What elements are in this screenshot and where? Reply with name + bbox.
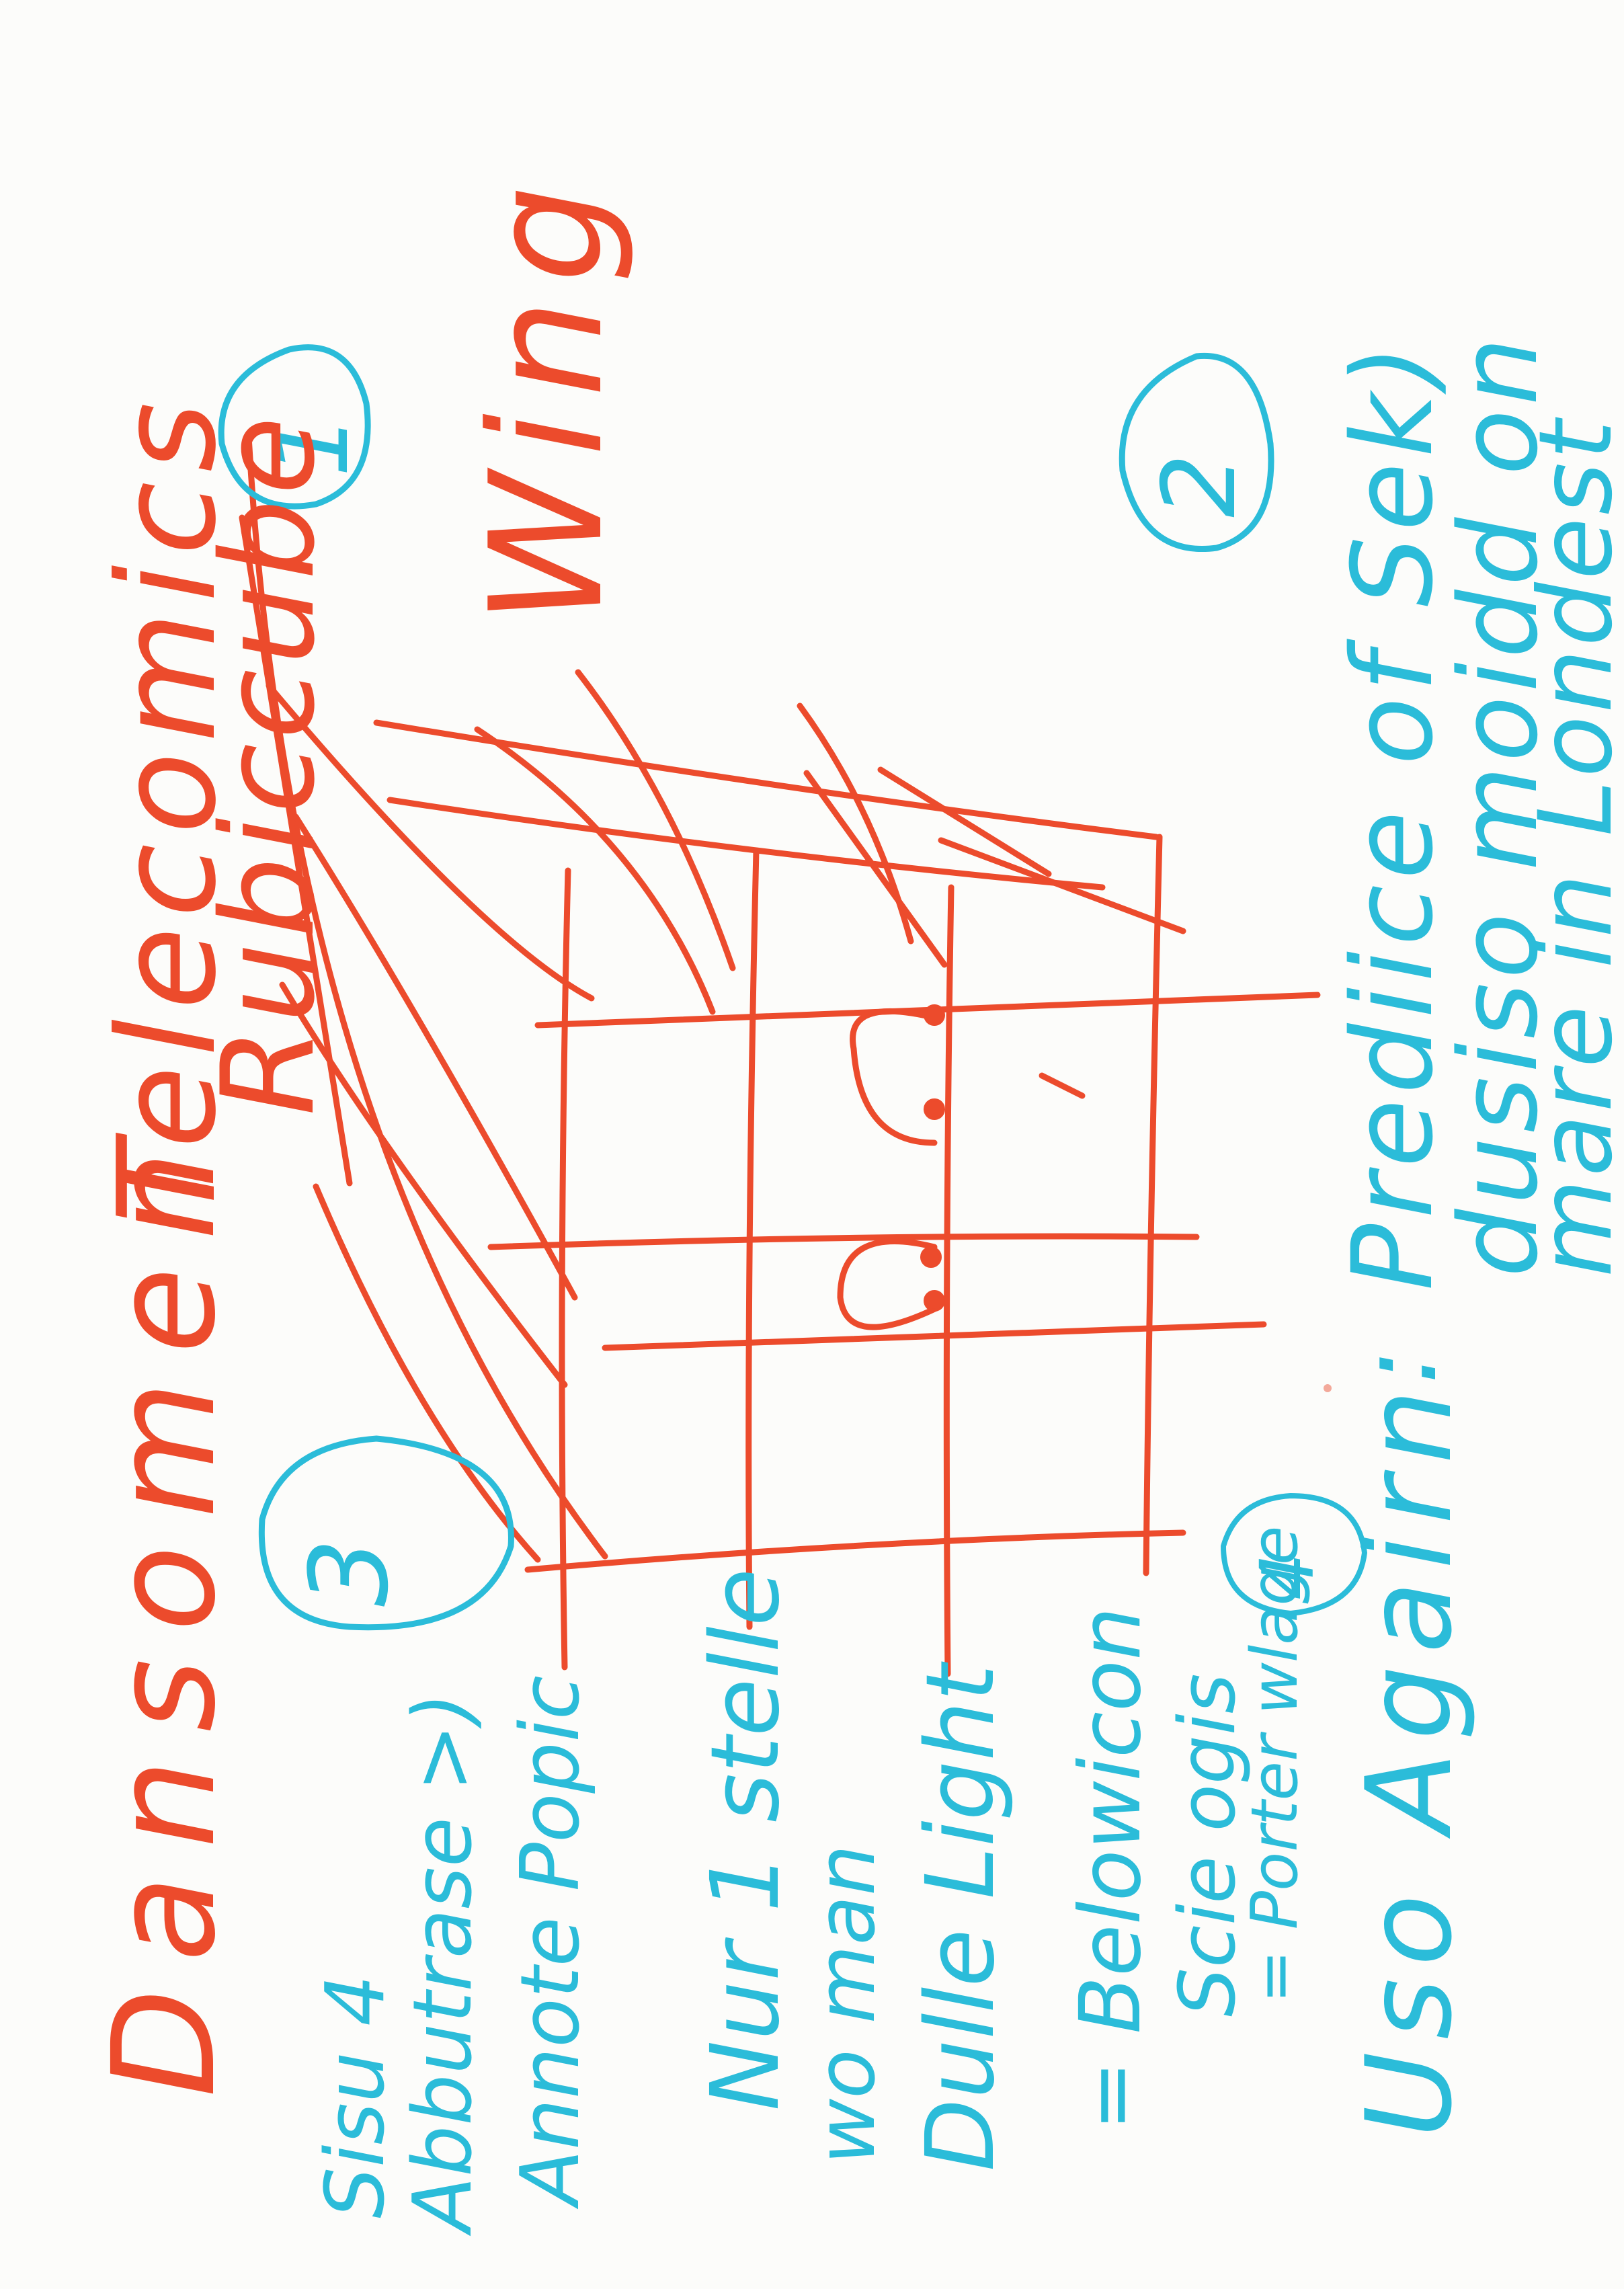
note-left-line-2: Abbutrase >) bbox=[397, 1692, 490, 2232]
note-middle-line-2: wo man bbox=[800, 1844, 893, 2165]
cube-top-line-2 bbox=[387, 797, 1106, 891]
cube-vertical-2 bbox=[745, 847, 760, 1630]
note-left-line-3: Annote Popic bbox=[504, 1675, 598, 2205]
note-colon: : bbox=[1335, 1349, 1461, 1385]
title-rubiccube: Rubiccube bbox=[194, 412, 343, 1116]
cube-side-line-6 bbox=[313, 1183, 541, 1563]
circled-number-2: 2 bbox=[1141, 453, 1258, 518]
note-equals-line-2: Scie ogis bbox=[1163, 1673, 1253, 2017]
circled-number-3: 3 bbox=[286, 1538, 412, 1607]
cube-side-line-4 bbox=[279, 981, 568, 1388]
cube-side-line-3 bbox=[292, 813, 578, 1301]
title-dansomen: Dansomen bbox=[82, 1123, 247, 2097]
cube-side-line-8 bbox=[474, 726, 716, 1015]
cube-stray-mark bbox=[1039, 1072, 1086, 1099]
stray-dot bbox=[1324, 1384, 1332, 1392]
cube-side-line-9 bbox=[797, 702, 914, 945]
cube-side-line-2 bbox=[266, 682, 595, 1002]
cube-vertical-1 bbox=[559, 867, 571, 1671]
cube-front-line-2 bbox=[487, 1233, 1200, 1250]
cube-side-line-7 bbox=[575, 669, 736, 971]
cube-side-line-10 bbox=[803, 770, 948, 968]
note-middle-line-3: Dulle Light bbox=[906, 1664, 1016, 2171]
cube-vertical-3 bbox=[943, 884, 955, 1677]
note-right-line-3: mare in Londest bbox=[1518, 417, 1624, 1277]
cube-side-line-12 bbox=[938, 837, 1186, 934]
cube-dot-1 bbox=[924, 1004, 945, 1026]
cube-dot-3 bbox=[920, 1246, 942, 1268]
cube-loop-upper bbox=[850, 1008, 941, 1146]
circle-4-icon bbox=[1221, 1493, 1367, 1616]
title-wing: Wing bbox=[458, 168, 637, 625]
cube-front-line-3 bbox=[602, 1321, 1267, 1351]
rubiks-cube-sketch bbox=[239, 434, 1321, 1677]
note-uso-again: Uso Agairn bbox=[1342, 1377, 1478, 2138]
cube-dot-4 bbox=[924, 1290, 945, 1312]
cube-front-line-4 bbox=[524, 1529, 1186, 1573]
note-equals-line-1: = Belowicon bbox=[1062, 1607, 1160, 2131]
cube-vertical-4 bbox=[1143, 834, 1163, 1576]
cube-side-line-5 bbox=[239, 514, 353, 1187]
circle-2-icon bbox=[1119, 352, 1274, 552]
note-middle-line-1: Nur 1 stelle bbox=[691, 1568, 801, 2111]
cube-side-line-1 bbox=[245, 434, 608, 1560]
note-left-line-1: Sisu 4 bbox=[309, 1974, 403, 2218]
note-equals-line-3: = Porter wlage bbox=[1238, 1525, 1312, 2003]
circle-3-icon bbox=[258, 1435, 514, 1631]
cube-dot-2 bbox=[924, 1098, 945, 1120]
note-right-line-1: Prediice of Sek) bbox=[1328, 339, 1457, 1291]
cube-loop-lower bbox=[837, 1238, 941, 1330]
cube-side-line-11 bbox=[877, 766, 1052, 877]
circle-1-icon bbox=[218, 344, 371, 510]
